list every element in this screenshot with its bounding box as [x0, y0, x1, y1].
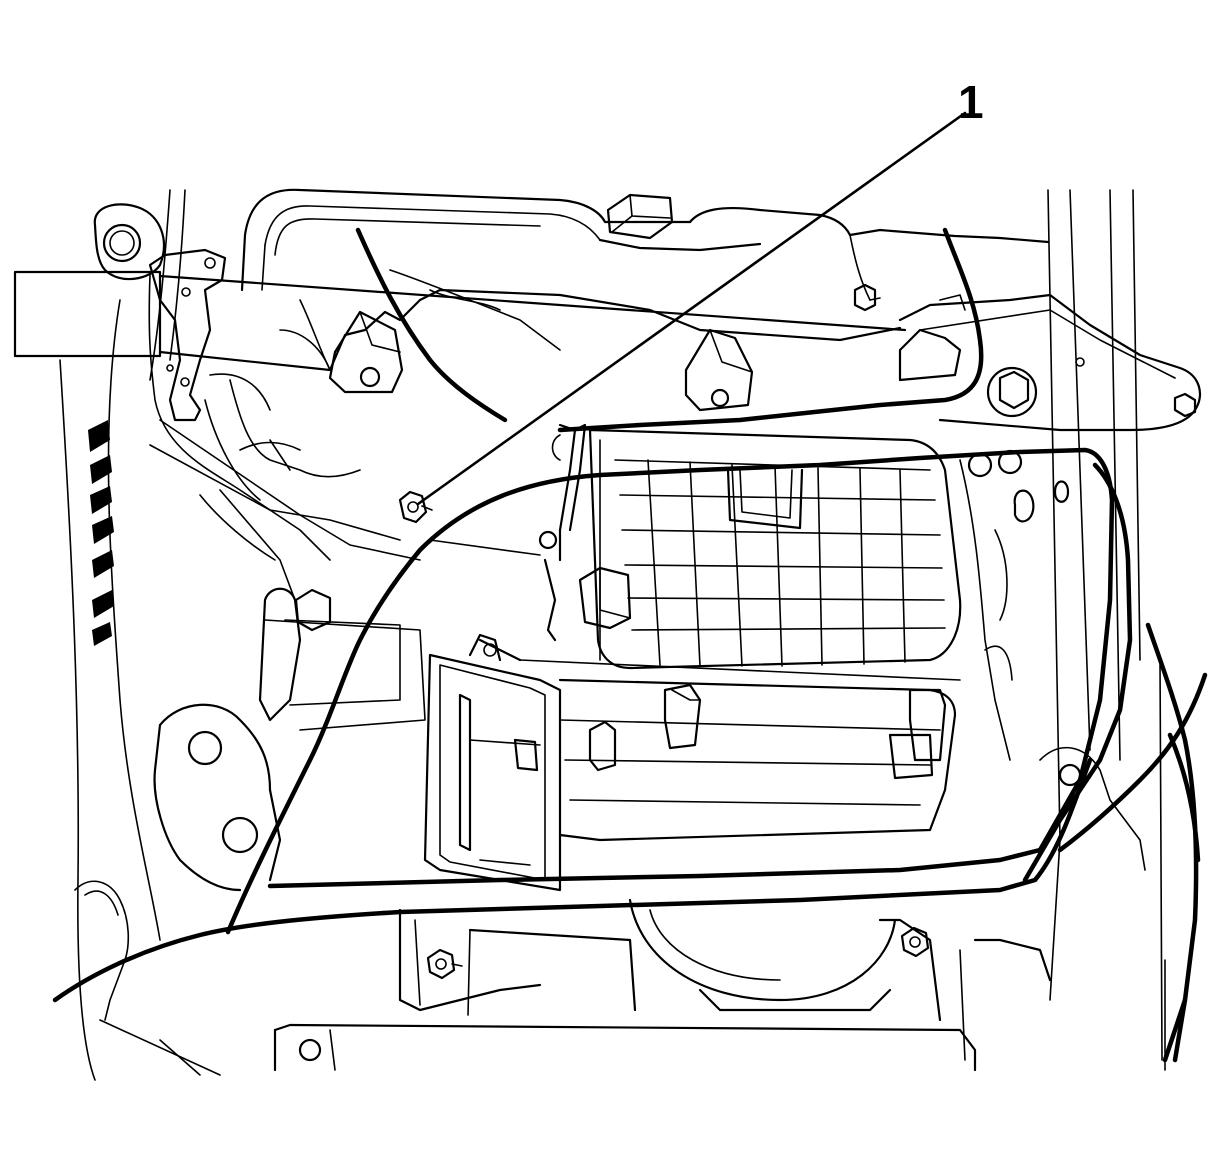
housing-tab-center	[684, 328, 754, 412]
wiring-harness	[52, 227, 1208, 1063]
filter-door-clip	[578, 566, 632, 630]
nut-callout-1	[398, 490, 433, 524]
connector-block-top	[606, 193, 674, 240]
callout-1-label: 1	[958, 76, 984, 128]
blower-tab	[588, 720, 617, 772]
callout-1: 1	[416, 76, 984, 506]
blower-clip-right	[888, 688, 947, 780]
housing-tab-right	[898, 328, 962, 382]
upper-duct-housing	[240, 188, 852, 292]
lower-housing	[273, 908, 1052, 1072]
filter-door-lever	[429, 423, 601, 661]
right-housing-contours	[959, 459, 1146, 871]
stud-upper-right	[853, 283, 881, 312]
harness-branches	[148, 269, 561, 601]
left-pillar	[59, 189, 186, 1081]
housing-body	[204, 288, 902, 501]
blower-housing	[478, 638, 961, 842]
filter-grille	[588, 428, 962, 670]
cross-car-beam	[13, 270, 907, 372]
right-upper-bracket	[848, 228, 1202, 432]
seal-strip	[88, 420, 114, 646]
mounting-lug-upper-left	[93, 203, 165, 281]
side-outlet-duct	[423, 633, 562, 892]
blower-clip-left	[663, 683, 702, 750]
beam-bracket	[148, 248, 227, 422]
lower-left-panel	[74, 703, 282, 1076]
nut-lower-right	[900, 926, 930, 958]
left-lower-pipe	[258, 587, 426, 731]
blower-motor	[628, 898, 897, 1002]
housing-tab-left	[328, 310, 404, 394]
callout-1-leader-line	[416, 111, 967, 506]
nut-lower-left	[426, 948, 463, 980]
